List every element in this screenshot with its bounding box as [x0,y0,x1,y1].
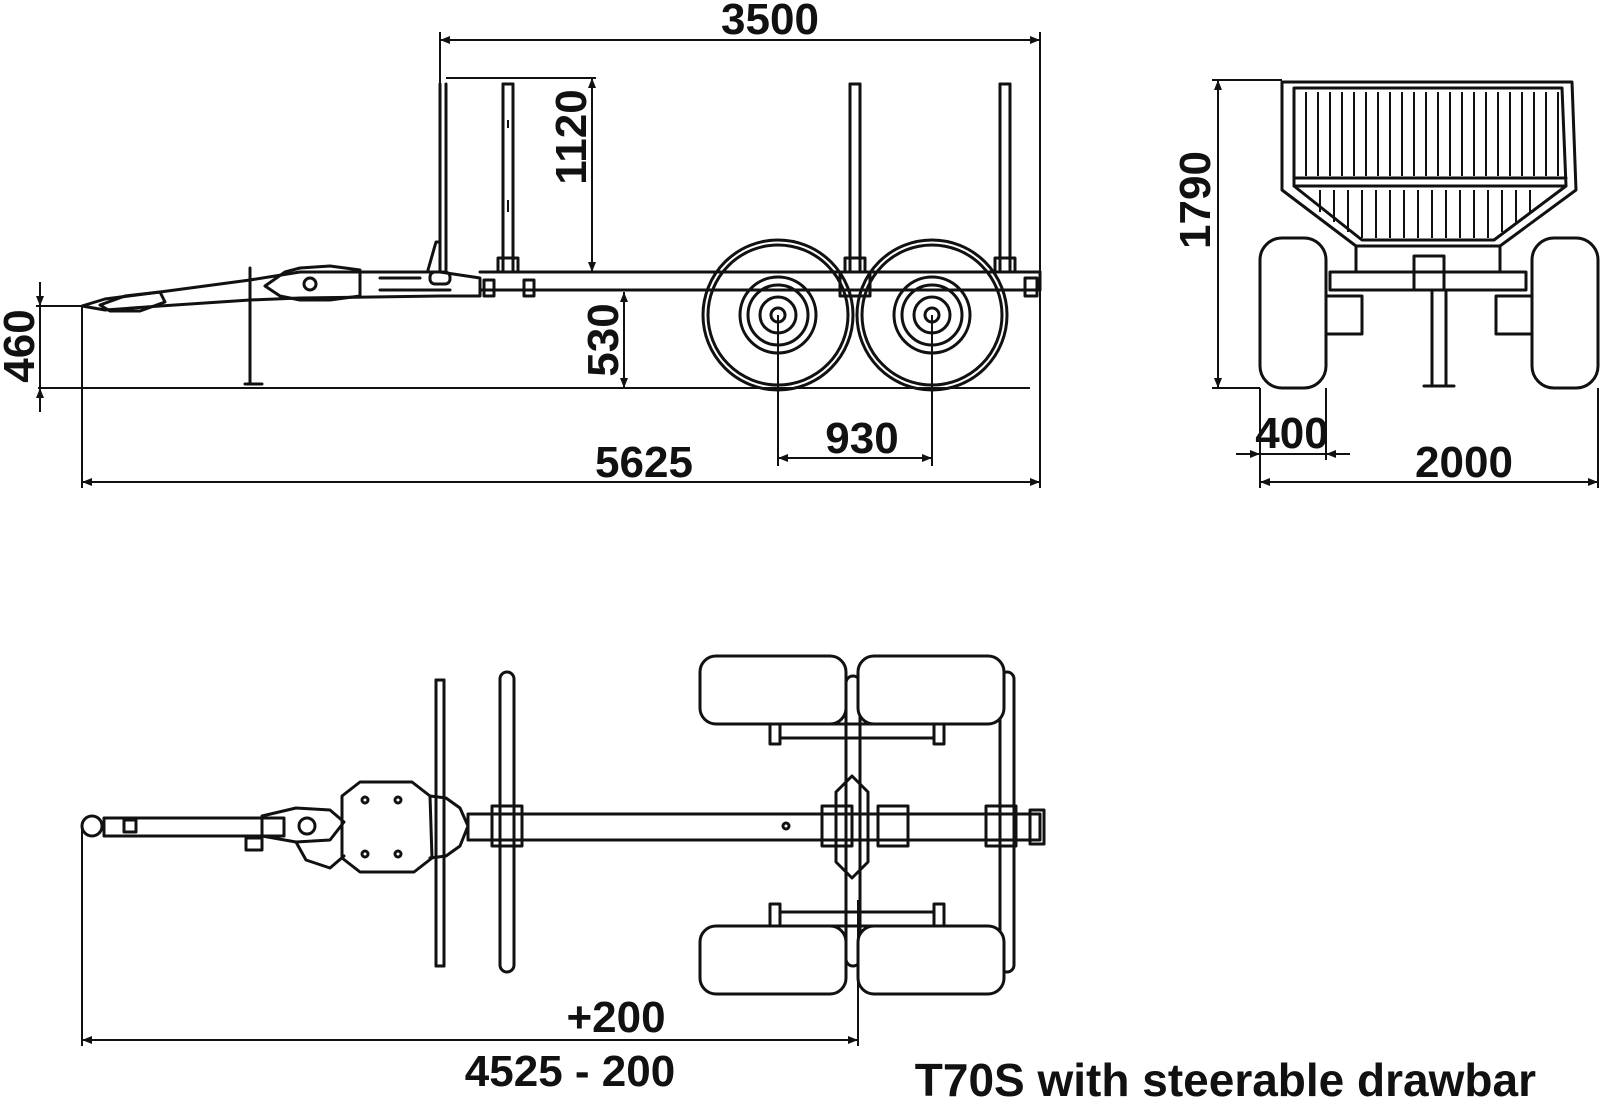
dim-length-bed: 3500 [721,0,819,44]
dim-height-front: 460 [0,309,44,382]
top-wheel-rear-right [856,924,1006,996]
rear-view: 1790 400 2000 [1171,79,1600,488]
dim-overall-width: 2000 [1415,438,1513,487]
side-view: 3500 1120 530 460 930 5625 [0,0,1042,488]
top-view: +200 4525 - 200 [80,654,1046,1096]
dim-drawbar-offset: +200 [566,993,665,1042]
dim-stake-height: 1120 [547,89,596,184]
caption: T70S with steerable drawbar [915,1054,1536,1103]
top-wheel-front-right [698,924,848,996]
top-wheel-rear-left [856,654,1006,726]
top-wheel-front-left [698,654,848,726]
dim-overall-length: 5625 [595,438,693,487]
rear-wheel-left [1258,236,1328,390]
dim-drawbar-length: 4525 - 200 [465,1047,675,1096]
rear-wheel-right [1530,236,1600,390]
dim-axle-spacing: 930 [825,414,898,463]
dim-tyre-width: 400 [1255,409,1328,458]
dim-frame-height: 530 [579,303,628,376]
dim-total-height: 1790 [1171,151,1220,249]
